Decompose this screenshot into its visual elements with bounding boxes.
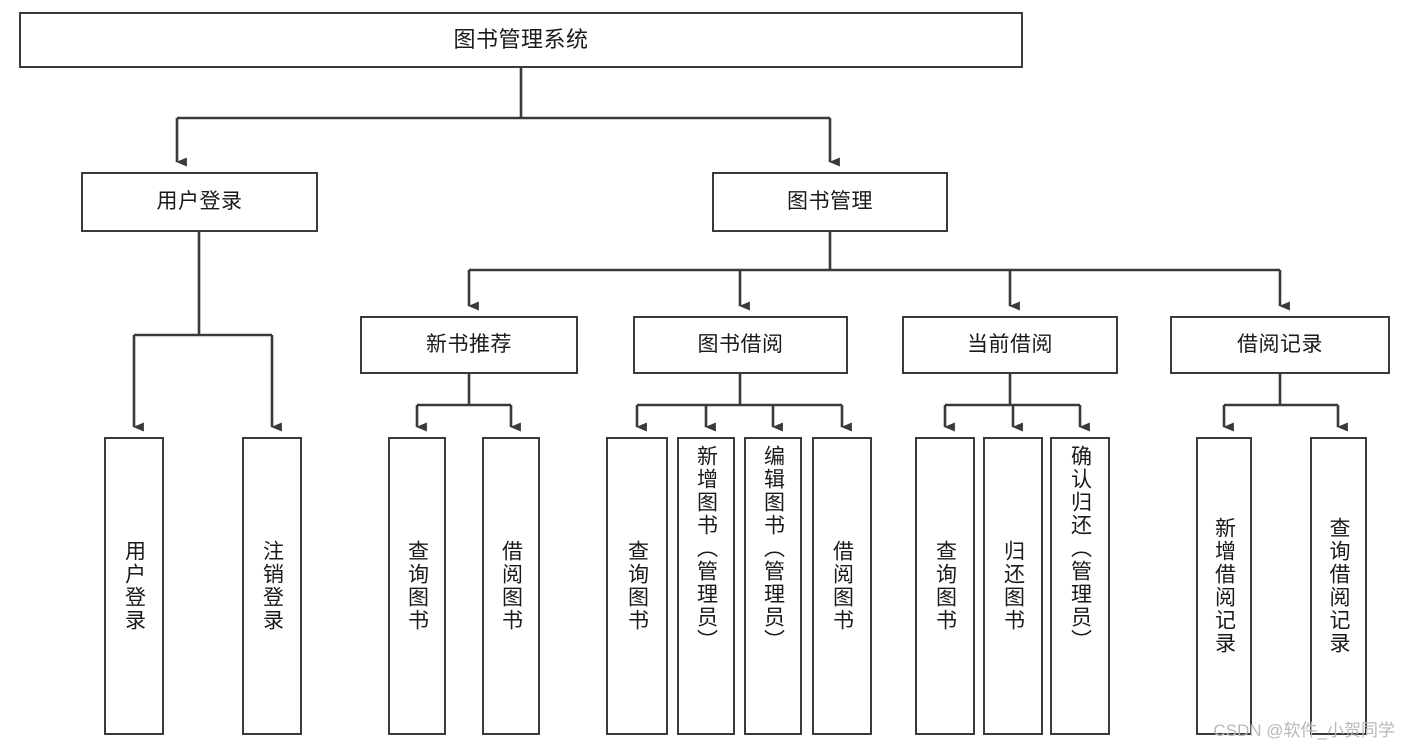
node-leaf-borrow-book-1[interactable]: 借阅图书 xyxy=(482,437,540,735)
node-current-borrow-label: 当前借阅 xyxy=(967,333,1053,357)
node-leaf-user-login-label: 用户登录 xyxy=(122,540,146,632)
node-leaf-add-record[interactable]: 新增借阅记录 xyxy=(1196,437,1252,735)
node-borrow-record-label: 借阅记录 xyxy=(1237,333,1323,357)
node-leaf-query-book-2-label: 查询图书 xyxy=(625,540,649,632)
node-leaf-borrow-book-2[interactable]: 借阅图书 xyxy=(812,437,872,735)
node-new-book-rec-label: 新书推荐 xyxy=(426,333,512,357)
node-leaf-borrow-book-2-label: 借阅图书 xyxy=(830,540,854,632)
node-book-borrow-label: 图书借阅 xyxy=(697,333,784,357)
node-leaf-logout[interactable]: 注销登录 xyxy=(242,437,302,735)
node-leaf-query-book-2[interactable]: 查询图书 xyxy=(606,437,668,735)
node-user-login-label: 用户登录 xyxy=(156,190,243,214)
node-leaf-edit-book[interactable]: 编辑图书（管理员） xyxy=(744,437,802,735)
csdn-watermark: CSDN @软件_小贺同学 xyxy=(1213,721,1395,740)
node-leaf-query-book-1-label: 查询图书 xyxy=(405,540,429,632)
node-leaf-add-record-label: 新增借阅记录 xyxy=(1212,517,1236,655)
node-leaf-user-login[interactable]: 用户登录 xyxy=(104,437,164,735)
node-leaf-logout-label: 注销登录 xyxy=(260,540,284,632)
node-leaf-borrow-book-1-label: 借阅图书 xyxy=(499,540,523,632)
node-leaf-add-book[interactable]: 新增图书（管理员） xyxy=(677,437,735,735)
node-new-book-rec[interactable]: 新书推荐 xyxy=(360,316,578,374)
node-book-manage-label: 图书管理 xyxy=(787,190,873,214)
node-book-manage[interactable]: 图书管理 xyxy=(712,172,948,232)
node-leaf-add-book-label: 新增图书（管理员） xyxy=(694,445,718,652)
node-current-borrow[interactable]: 当前借阅 xyxy=(902,316,1118,374)
node-leaf-return-book-label: 归还图书 xyxy=(1001,540,1025,632)
node-leaf-query-book-3-label: 查询图书 xyxy=(933,540,957,632)
node-leaf-return-book[interactable]: 归还图书 xyxy=(983,437,1043,735)
node-borrow-record[interactable]: 借阅记录 xyxy=(1170,316,1390,374)
node-leaf-confirm-return[interactable]: 确认归还（管理员） xyxy=(1050,437,1110,735)
node-leaf-confirm-return-label: 确认归还（管理员） xyxy=(1068,445,1092,652)
node-root-label: 图书管理系统 xyxy=(453,26,589,52)
node-leaf-query-record[interactable]: 查询借阅记录 xyxy=(1310,437,1367,735)
node-root[interactable]: 图书管理系统 xyxy=(19,12,1023,68)
node-leaf-query-book-3[interactable]: 查询图书 xyxy=(915,437,975,735)
node-leaf-query-book-1[interactable]: 查询图书 xyxy=(388,437,446,735)
node-leaf-edit-book-label: 编辑图书（管理员） xyxy=(761,445,785,652)
node-book-borrow[interactable]: 图书借阅 xyxy=(633,316,848,374)
node-user-login[interactable]: 用户登录 xyxy=(81,172,318,232)
node-leaf-query-record-label: 查询借阅记录 xyxy=(1327,517,1350,655)
